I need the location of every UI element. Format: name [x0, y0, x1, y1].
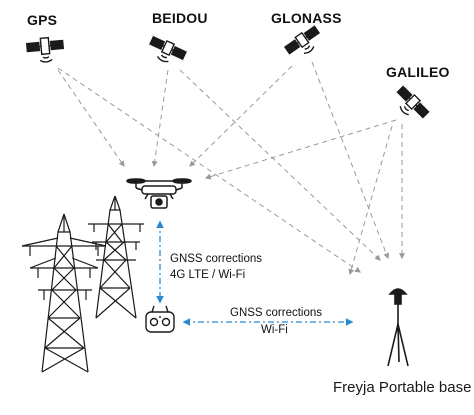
label-beidou: BEIDOU: [152, 10, 208, 26]
label-gps: GPS: [27, 12, 58, 28]
power-tower-icon: [21, 195, 144, 373]
satellite-icon: [25, 36, 65, 63]
gnss-base-antenna-icon: [387, 288, 409, 367]
signal-beidou-to-base: [179, 69, 381, 261]
drone-icon: [126, 178, 192, 209]
signal-glonass-to-drone: [189, 65, 293, 167]
signal-glonass-to-base: [311, 61, 390, 260]
remote-controller-icon: [145, 305, 175, 333]
label-base-link-line1: GNSS corrections: [228, 306, 325, 320]
label-base-link-line2: Wi-Fi: [259, 323, 290, 337]
label-drone-link-line1: GNSS corrections: [168, 252, 265, 266]
label-drone-link-line2: 4G LTE / Wi-Fi: [168, 268, 248, 282]
signal-galileo-to-drone: [204, 119, 397, 180]
signal-galileo-to-base-2: [348, 125, 393, 276]
satellite-icon: [396, 85, 430, 119]
label-galileo: GALILEO: [386, 64, 450, 80]
signal-beidou-to-drone: [151, 69, 169, 168]
satellite-icon: [283, 25, 321, 55]
satellite-icon: [149, 35, 187, 63]
signal-gps-to-base: [57, 67, 361, 273]
label-base-station: Freyja Portable base: [333, 379, 472, 396]
signal-gps-to-drone: [57, 69, 125, 167]
label-glonass: GLONASS: [271, 10, 342, 26]
